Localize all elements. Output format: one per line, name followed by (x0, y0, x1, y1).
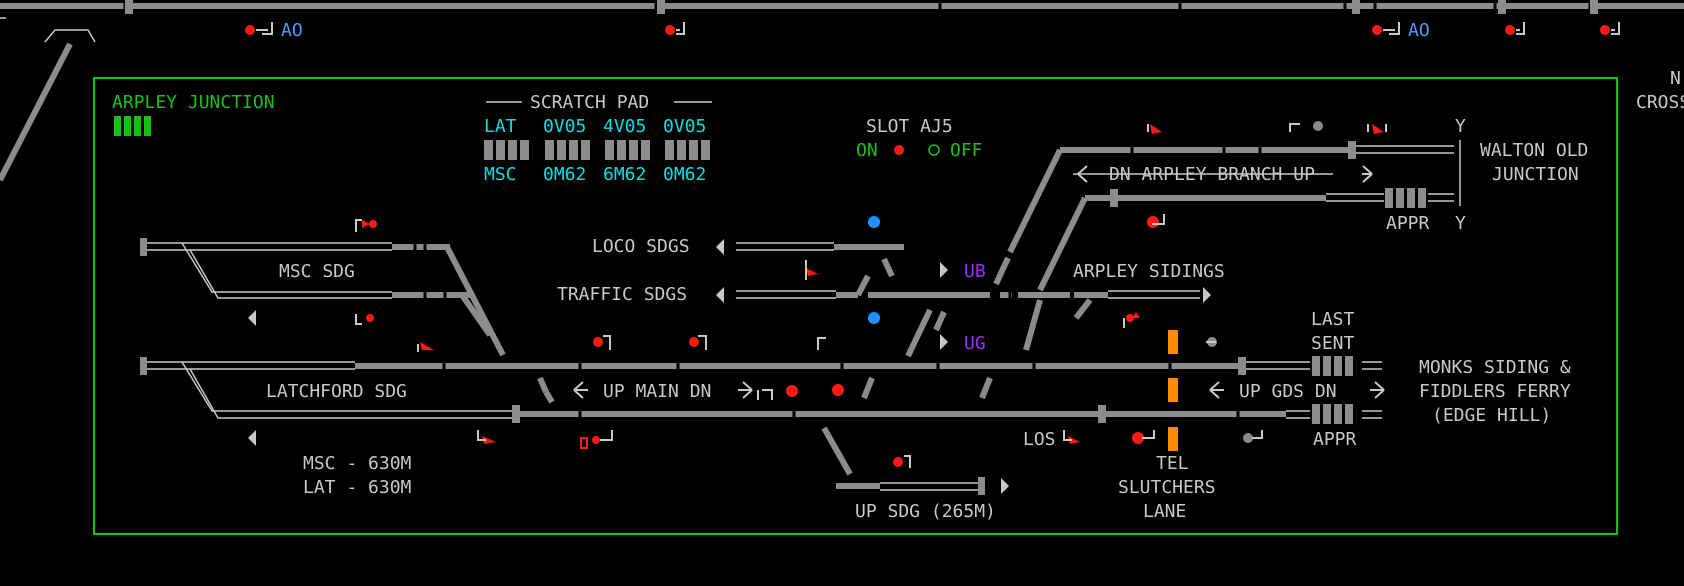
slot-title: SLOT AJ5 (866, 116, 953, 137)
track-circuit-occupied (1168, 330, 1178, 451)
scratch-pad[interactable]: SCRATCH PAD LAT 0V05 4V05 0V05 MSC 0M62 … (484, 92, 712, 185)
location-label: FIDDLERS FERRY (1419, 381, 1571, 402)
blue-indicators (868, 216, 880, 324)
approach-label: APPR (1386, 213, 1430, 234)
edge-label: CROSS (1636, 92, 1684, 113)
headcode[interactable]: 0V05 (663, 116, 706, 137)
siding-label: MSC SDG (279, 261, 355, 282)
line-label: UP MAIN DN (603, 381, 711, 402)
siding-length: MSC - 630M (303, 453, 412, 474)
approach-label: APPR (1313, 429, 1357, 450)
slot-off-indicator (928, 144, 940, 156)
siding-label: UP SDG (265M) (855, 501, 996, 522)
line-direction-arrows (573, 381, 1385, 399)
slot-off-label[interactable]: OFF (950, 140, 983, 161)
location-label: WALTON OLD (1480, 140, 1588, 161)
slot-aj5[interactable]: SLOT AJ5 ON OFF (856, 116, 983, 161)
top-left-spur (0, 17, 96, 182)
siding-length: LAT - 630M (303, 477, 412, 498)
los-label: LOS (1023, 429, 1056, 450)
direction-arrows (248, 239, 1211, 494)
track-layout (140, 139, 1461, 495)
scratch-pad-title: SCRATCH PAD (530, 92, 649, 113)
top-track (0, 0, 1684, 14)
headcode[interactable]: 0M62 (663, 164, 706, 185)
edge-label: N (1670, 68, 1681, 89)
location-label: (EDGE HILL) (1432, 405, 1551, 426)
siding-label: ARPLEY SIDINGS (1073, 261, 1225, 282)
slot-on-indicator (894, 145, 904, 155)
headcode[interactable]: 0V05 (543, 116, 586, 137)
route-label: UG (964, 333, 986, 354)
headcode[interactable]: 4V05 (603, 116, 646, 137)
route-label: UB (964, 261, 986, 282)
line-label: UP GDS DN (1239, 381, 1337, 402)
location-label: MONKS SIDING & (1419, 357, 1571, 378)
headcode[interactable]: 0M62 (543, 164, 586, 185)
scratch-placeholder (484, 140, 710, 160)
signals[interactable] (362, 124, 1384, 467)
ao-indicator: AO (1408, 20, 1430, 41)
siding-label: LATCHFORD SDG (266, 381, 407, 402)
signal-posts (355, 123, 1387, 468)
headcode[interactable]: 6M62 (603, 164, 646, 185)
approach-indicator (1312, 188, 1426, 424)
top-signals[interactable] (245, 22, 1620, 35)
last-sent-label: SENT (1311, 333, 1355, 354)
siding-label: LOCO SDGS (592, 236, 690, 257)
panel-title: ARPLEY JUNCTION (112, 92, 275, 113)
scratch-label: LAT (484, 116, 517, 137)
last-sent-label: LAST (1311, 309, 1355, 330)
branch-direction-label: DN ARPLEY BRANCH UP (1077, 164, 1373, 185)
y-label: Y (1455, 213, 1466, 234)
siding-label: TRAFFIC SDGS (557, 284, 687, 305)
scratch-label: MSC (484, 164, 517, 185)
location-label: SLUTCHERS (1118, 477, 1216, 498)
panel-status-bar (114, 116, 151, 136)
ao-indicator: AO (281, 20, 303, 41)
y-label: Y (1455, 116, 1466, 137)
panel-border (93, 77, 1618, 535)
location-label: LANE (1143, 501, 1186, 522)
slot-on-label[interactable]: ON (856, 140, 878, 161)
location-label: JUNCTION (1492, 164, 1579, 185)
location-label: TEL (1156, 453, 1189, 474)
line-label: DN ARPLEY BRANCH UP (1109, 164, 1315, 185)
